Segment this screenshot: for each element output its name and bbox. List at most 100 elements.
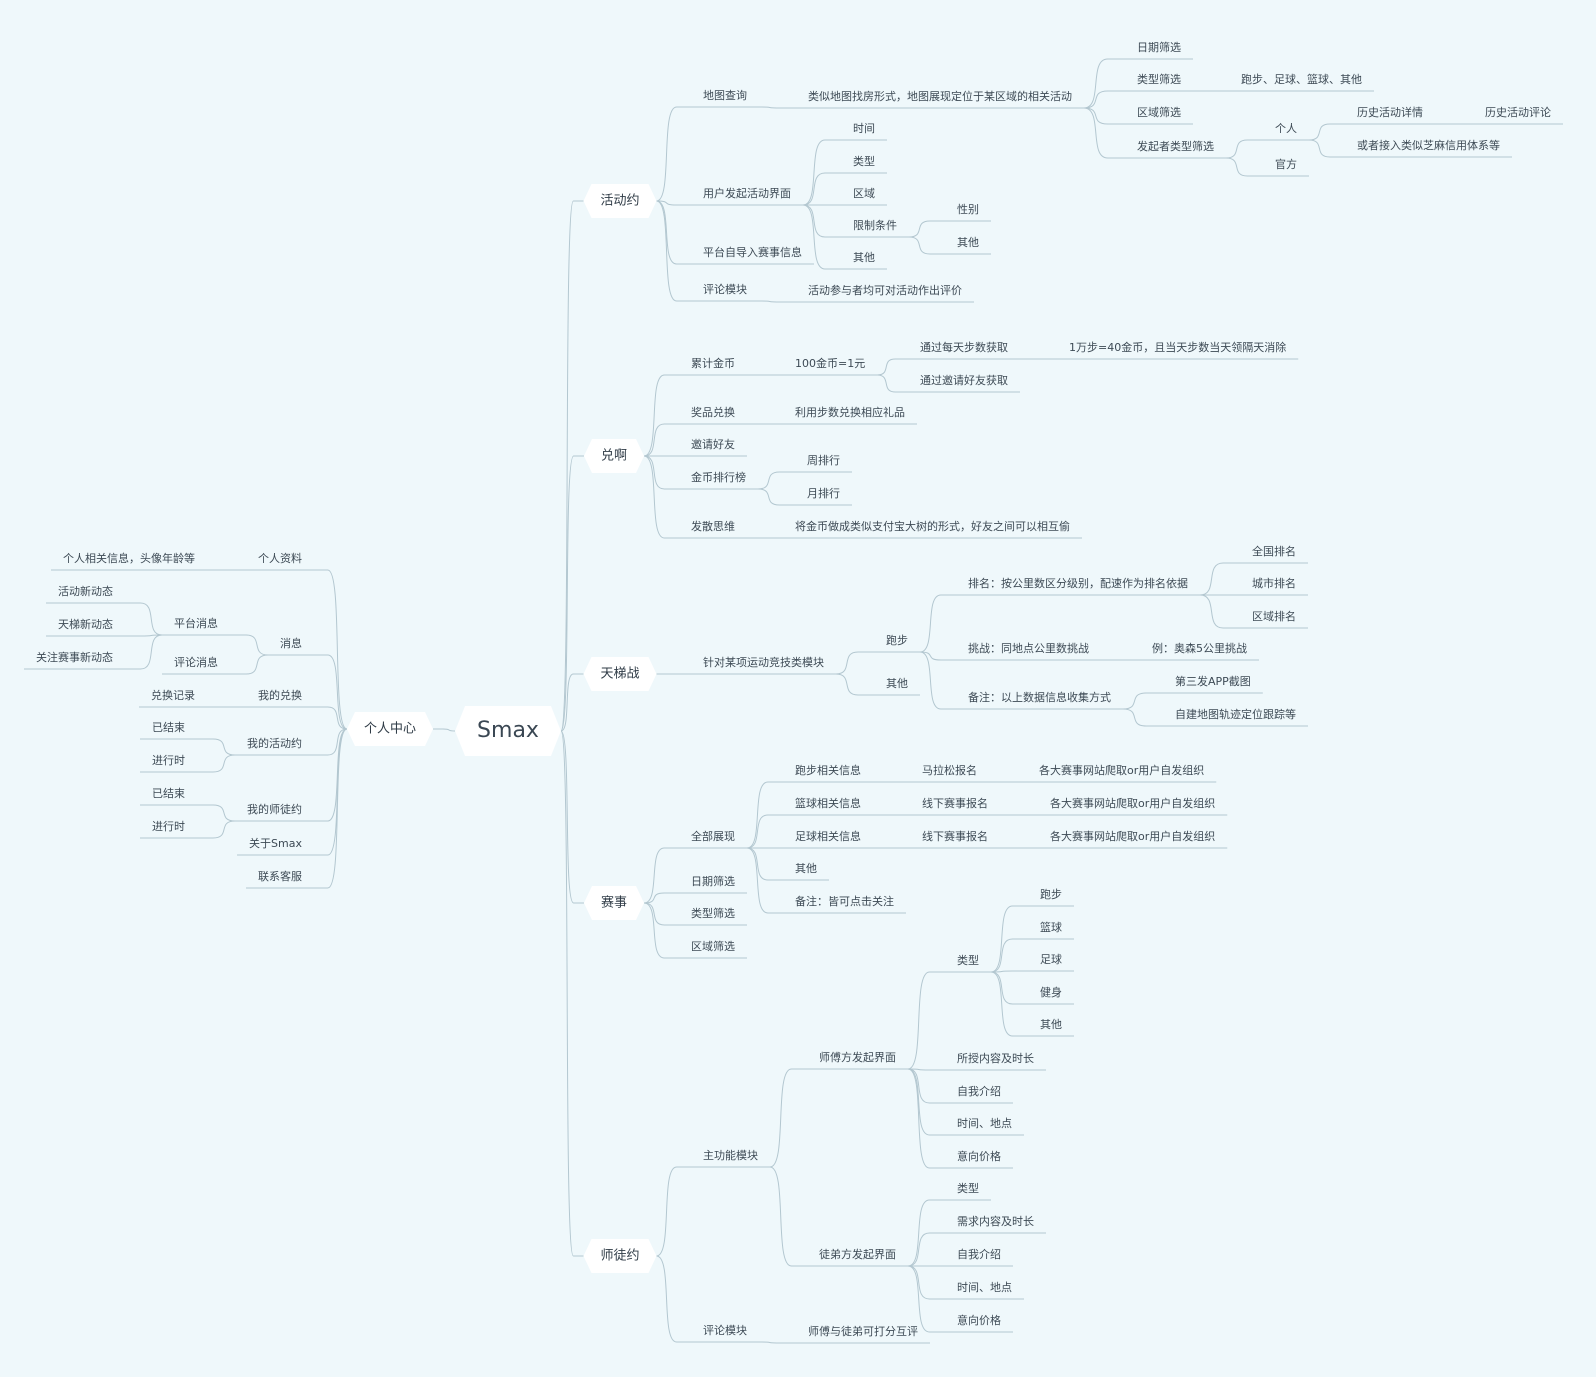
node-b4b: 月排行 bbox=[797, 486, 852, 506]
connector bbox=[907, 971, 947, 1070]
connector bbox=[228, 634, 269, 656]
connector bbox=[560, 730, 584, 1257]
node-p2a: 平台消息 bbox=[162, 616, 228, 636]
node-label: 排名：按公里数区分级别，配速作为排名依据 bbox=[968, 576, 1188, 590]
connector bbox=[656, 1166, 693, 1257]
node-p1: 个人资料 bbox=[246, 551, 312, 571]
connector bbox=[643, 847, 681, 904]
node-d1d: 其他 bbox=[785, 862, 829, 881]
connector bbox=[1225, 157, 1265, 177]
connector bbox=[643, 902, 681, 926]
connector bbox=[643, 455, 681, 539]
node-label: 累计金币 bbox=[691, 356, 735, 370]
connector bbox=[656, 106, 693, 202]
node-b1a: 100金币=1元 bbox=[785, 356, 878, 376]
connector bbox=[907, 1232, 947, 1267]
node-d1c1: 线下赛事报名 bbox=[912, 829, 1000, 849]
node-c1a1a: 全国排名 bbox=[1242, 544, 1308, 564]
connector bbox=[644, 892, 681, 904]
node-label: 活动参与者均可对活动作出评价 bbox=[808, 283, 962, 297]
node-label: 天梯战 bbox=[600, 667, 639, 682]
node-p5: 我的师徒约 bbox=[235, 802, 312, 822]
connector bbox=[123, 634, 163, 637]
node-p4: 我的活动约 bbox=[235, 736, 312, 756]
connector bbox=[656, 1255, 693, 1343]
node-label: 活动新动态 bbox=[58, 584, 113, 598]
node-label: 通过邀请好友获取 bbox=[920, 373, 1008, 387]
node-label: 评论模块 bbox=[703, 282, 747, 296]
node-a1a4a1a: 历史活动评论 bbox=[1475, 105, 1563, 125]
connector bbox=[433, 728, 456, 732]
section-node-bg bbox=[583, 657, 657, 691]
node-e1b5: 意向价格 bbox=[947, 1313, 1013, 1333]
node-label: 师傅与徒弟可打分互评 bbox=[808, 1324, 918, 1338]
connector bbox=[643, 423, 681, 457]
connector bbox=[656, 200, 693, 302]
connector bbox=[1083, 58, 1127, 109]
node-b1a1: 通过每天步数获取 bbox=[910, 340, 1020, 360]
node-label: 限制条件 bbox=[853, 218, 897, 232]
node-label: 类型 bbox=[957, 1181, 979, 1195]
node-label: 兑换记录 bbox=[151, 688, 195, 702]
node-label: 篮球 bbox=[1040, 920, 1062, 934]
node-label: 时间、地点 bbox=[957, 1281, 1012, 1294]
node-label: 类型 bbox=[853, 154, 875, 168]
connector bbox=[123, 634, 163, 670]
node-e1: 主功能模块 bbox=[693, 1148, 770, 1168]
node-label: 历史活动详情 bbox=[1357, 105, 1423, 119]
node-label: 评论消息 bbox=[174, 655, 218, 669]
node-a2b: 类型 bbox=[843, 154, 887, 174]
connector bbox=[1199, 594, 1242, 629]
connector bbox=[195, 754, 236, 773]
connector bbox=[907, 1068, 947, 1136]
node-p4a: 已结束 bbox=[140, 721, 195, 740]
section-node-bg bbox=[583, 886, 645, 920]
connector bbox=[919, 651, 958, 661]
connector bbox=[1083, 107, 1127, 159]
node-label: 我的兑换 bbox=[258, 688, 302, 702]
node-p3a: 兑换记录 bbox=[139, 688, 205, 708]
node-e1a5: 意向价格 bbox=[947, 1149, 1013, 1169]
node-label: 第三发APP截图 bbox=[1175, 674, 1251, 688]
connector bbox=[1308, 139, 1347, 158]
node-label: 评论模块 bbox=[703, 1323, 747, 1337]
node-p4b: 进行时 bbox=[140, 754, 195, 773]
node-label: 月排行 bbox=[807, 486, 840, 500]
node-e2a: 师傅与徒弟可打分互评 bbox=[798, 1324, 930, 1344]
node-label: 时间 bbox=[853, 122, 875, 135]
connector bbox=[1122, 692, 1165, 710]
node-label: 发起者类型筛选 bbox=[1137, 139, 1214, 153]
connector bbox=[312, 728, 348, 856]
node-a1a2: 类型筛选 bbox=[1127, 72, 1193, 92]
connector bbox=[228, 654, 269, 675]
connector bbox=[746, 847, 785, 914]
node-label: 我的活动约 bbox=[247, 736, 302, 750]
node-e1a1c: 足球 bbox=[1030, 952, 1074, 972]
node-label: 天梯新动态 bbox=[58, 617, 113, 631]
node-label: 主功能模块 bbox=[703, 1148, 758, 1162]
node-label: 性别 bbox=[957, 202, 979, 216]
node-e1a1: 类型 bbox=[947, 953, 991, 973]
connector bbox=[1199, 562, 1242, 596]
node-p5a: 已结束 bbox=[140, 787, 195, 806]
section-node-bg bbox=[583, 1239, 657, 1273]
node-label: 线下赛事报名 bbox=[922, 796, 988, 810]
node-e1a3: 自我介绍 bbox=[947, 1084, 1013, 1104]
connector bbox=[195, 804, 236, 822]
connector bbox=[560, 455, 584, 732]
node-p7: 联系客服 bbox=[246, 869, 312, 889]
connector bbox=[802, 204, 843, 238]
node-label: 备注：以上数据信息收集方式 bbox=[968, 690, 1111, 704]
node-p3: 我的兑换 bbox=[246, 688, 312, 708]
node-label: 需求内容及时长 bbox=[957, 1214, 1034, 1228]
node-d4: 区域筛选 bbox=[681, 939, 747, 959]
node-d1b1: 线下赛事报名 bbox=[912, 796, 1000, 816]
node-d1b1a: 各大赛事网站爬取or用户自发组织 bbox=[1040, 796, 1228, 816]
node-label: 平台消息 bbox=[174, 616, 218, 630]
node-c1a3b: 自建地图轨迹定位跟踪等 bbox=[1165, 707, 1308, 727]
node-label: 已结束 bbox=[152, 787, 185, 800]
node-b2: 奖品兑换 bbox=[681, 405, 747, 425]
node-p2a1: 活动新动态 bbox=[46, 584, 123, 604]
connector bbox=[990, 905, 1030, 973]
node-label: 地图查询 bbox=[703, 88, 747, 102]
